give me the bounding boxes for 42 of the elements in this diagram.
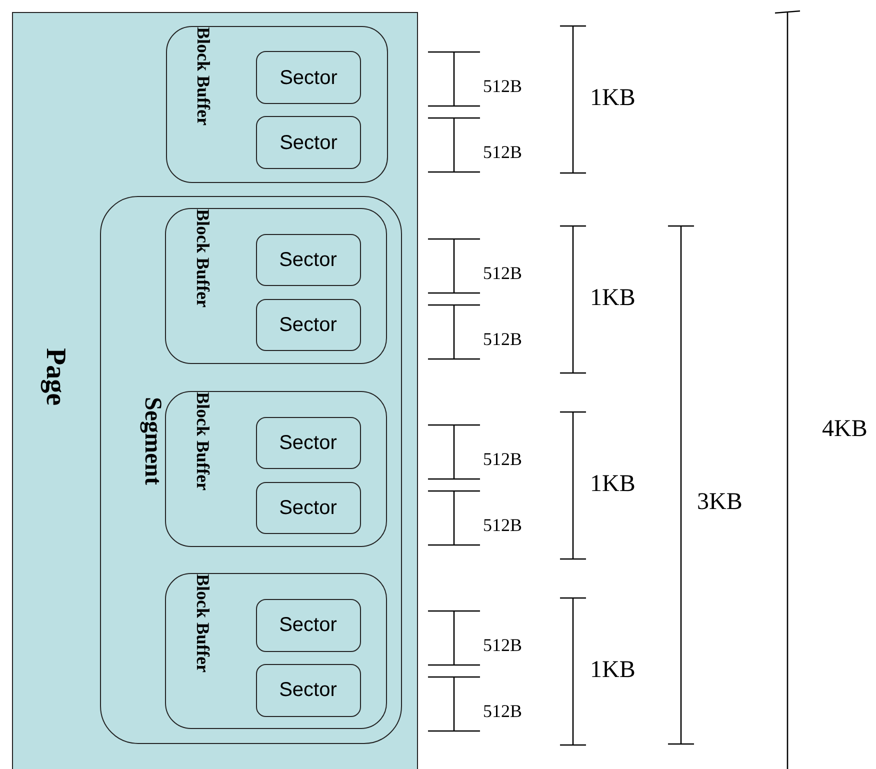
page-panel [12, 12, 418, 769]
size-label: 1KB [590, 472, 636, 496]
block-buffer-label: Block Buffer [194, 574, 212, 672]
sector-box [256, 298, 360, 350]
size-label: 512B [483, 77, 522, 95]
size-label: 1KB [590, 286, 636, 310]
block-buffer-box [165, 391, 387, 547]
sector-box [256, 416, 360, 468]
block-buffer-box [165, 573, 387, 729]
sector-label: Sector [279, 314, 337, 334]
segment-label: Segment [140, 396, 164, 484]
segment-box [100, 196, 402, 744]
block-buffer-label: Block Buffer [194, 392, 212, 490]
size-label: 512B [483, 143, 522, 161]
sector-label: Sector [279, 432, 337, 452]
block-buffer-box [166, 26, 388, 182]
size-label: 512B [483, 702, 522, 720]
sector-label: Sector [279, 615, 337, 635]
sector-box [256, 234, 360, 286]
sector-box [256, 664, 360, 716]
sector-label: Sector [280, 68, 338, 88]
size-label: 1KB [590, 86, 636, 110]
sector-label: Sector [279, 498, 337, 518]
sector-box [256, 51, 361, 104]
size-label: 3KB [697, 490, 742, 514]
block-buffer-box [165, 208, 387, 364]
sector-box [256, 116, 361, 169]
size-label: 512B [483, 450, 522, 468]
size-label: 512B [483, 636, 522, 654]
size-label: 512B [483, 264, 522, 282]
sector-box [256, 482, 360, 534]
sector-label: Sector [280, 132, 338, 152]
block-buffer-label: Block Buffer [194, 209, 212, 308]
size-label: 4KB [822, 417, 868, 441]
size-label: 512B [483, 330, 522, 348]
size-label: 512B [483, 516, 522, 534]
sector-box [256, 598, 360, 652]
block-buffer-label: Block Buffer [194, 26, 212, 125]
sector-label: Sector [279, 250, 337, 270]
sector-label: Sector [279, 680, 337, 700]
size-label: 1KB [590, 658, 636, 682]
page-label: Page [41, 348, 69, 406]
